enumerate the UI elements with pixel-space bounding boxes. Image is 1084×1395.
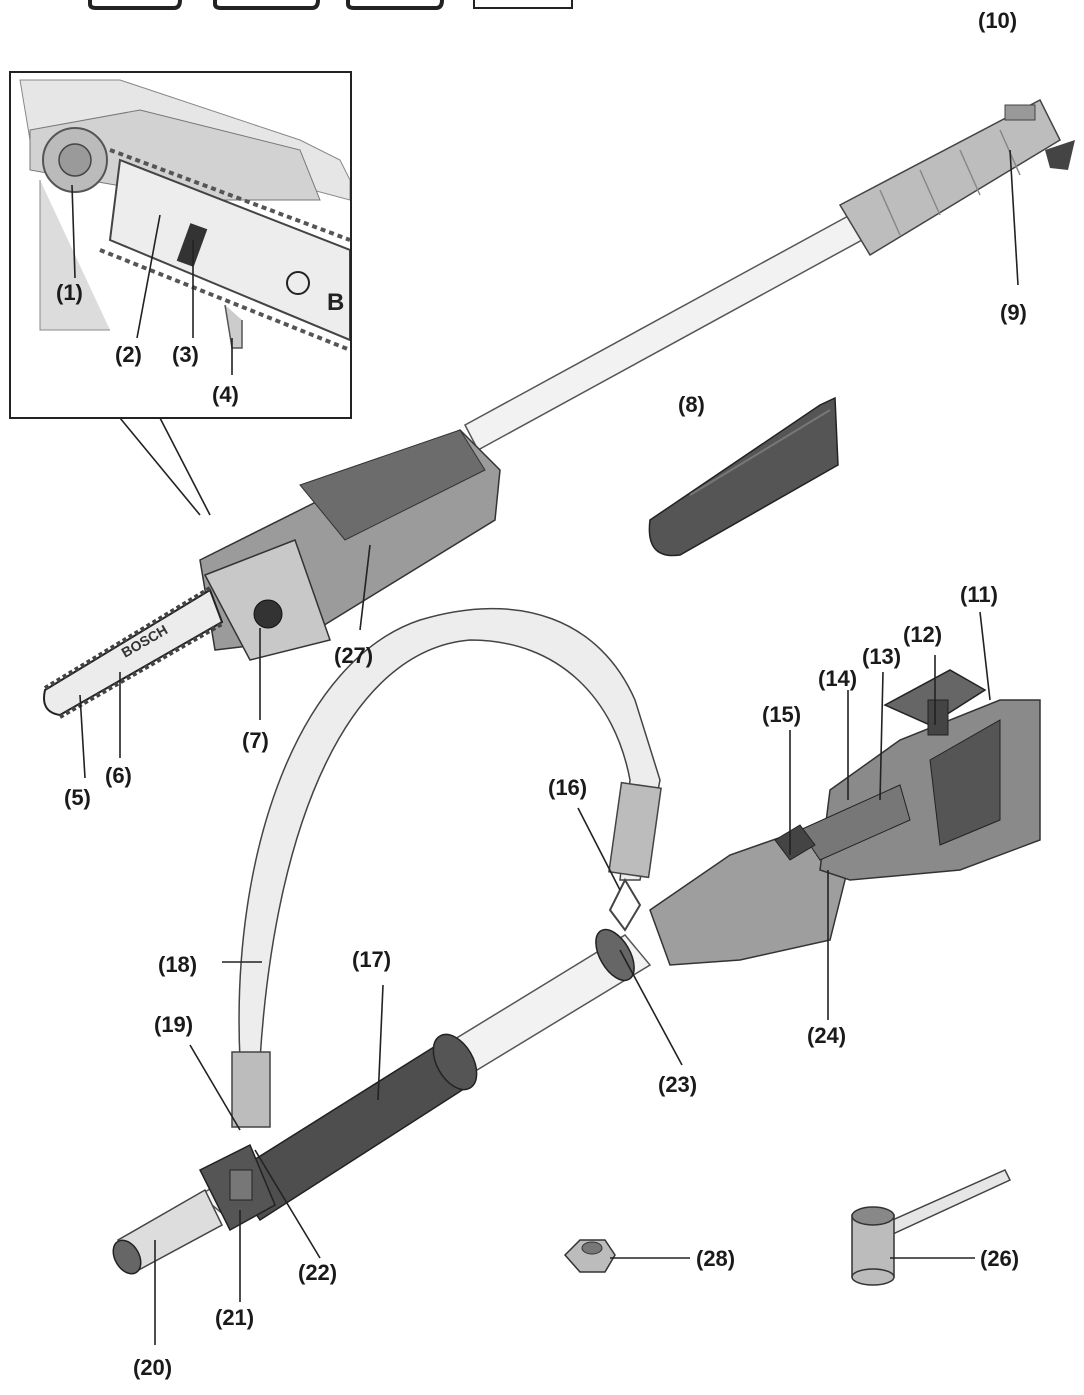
callout-17: (17) xyxy=(352,947,391,972)
callout-8: (8) xyxy=(678,392,705,417)
callout-6: (6) xyxy=(105,763,132,788)
callout-21: (21) xyxy=(215,1305,254,1330)
top-icon-strip xyxy=(88,0,573,10)
chain-guard xyxy=(648,396,839,557)
callout-16: (16) xyxy=(548,775,587,800)
callout-9: (9) xyxy=(1000,300,1027,325)
callout-22: (22) xyxy=(298,1260,337,1285)
callout-7: (7) xyxy=(242,728,269,753)
callout-18: (18) xyxy=(158,952,197,977)
callout-24: (24) xyxy=(807,1023,846,1048)
saw-head-assembly: BOSCH xyxy=(43,98,1075,719)
lower-pole-assembly xyxy=(112,669,1041,1275)
inset-brand-text: B xyxy=(327,289,344,316)
callout-20: (20) xyxy=(133,1355,172,1380)
spanner xyxy=(851,1169,1012,1286)
callout-15: (15) xyxy=(762,702,801,727)
callout-14: (14) xyxy=(818,666,857,691)
callout-5: (5) xyxy=(64,785,91,810)
callout-13: (13) xyxy=(862,644,901,669)
callout-3: (3) xyxy=(172,342,199,367)
callout-28: (28) xyxy=(696,1246,735,1271)
callout-4: (4) xyxy=(212,382,239,407)
callout-1: (1) xyxy=(56,280,83,305)
callout-26: (26) xyxy=(980,1246,1019,1271)
callout-19: (19) xyxy=(154,1012,193,1037)
callout-10: (10) xyxy=(978,8,1017,33)
callout-27: (27) xyxy=(334,643,373,668)
nut xyxy=(563,1239,616,1273)
callout-11: (11) xyxy=(960,582,998,607)
callout-2: (2) xyxy=(115,342,142,367)
callout-12: (12) xyxy=(903,622,942,647)
callout-labels: (1) (2) (3) (4) (5) (6) (7) (8) (9) (10)… xyxy=(56,8,1027,1380)
inset-detail: B xyxy=(9,71,352,516)
callout-23: (23) xyxy=(658,1072,697,1097)
leader-lines xyxy=(71,149,1019,1345)
shoulder-strap xyxy=(231,607,662,1128)
